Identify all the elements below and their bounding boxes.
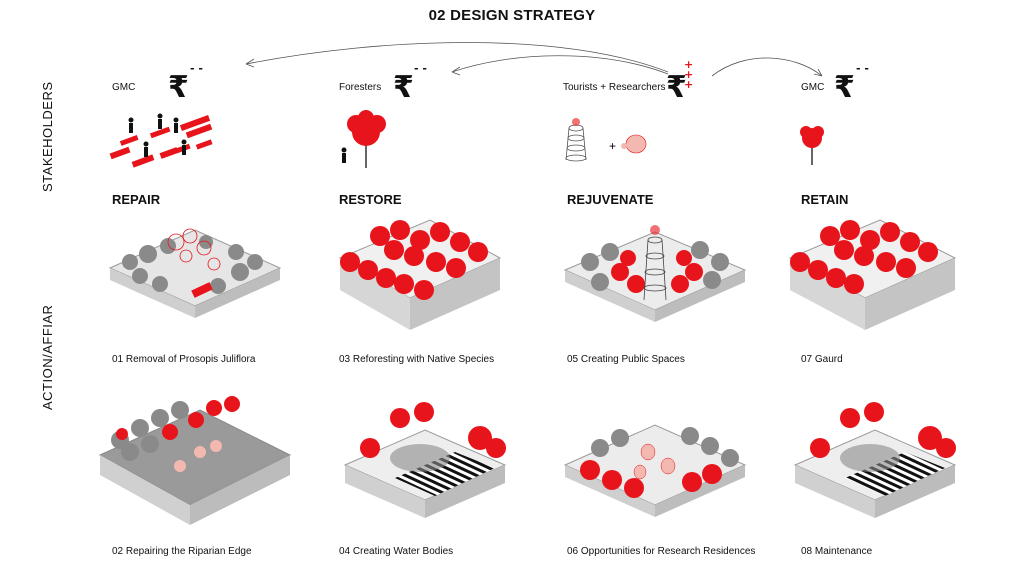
iso-maintenance bbox=[793, 402, 957, 518]
iso-removal-prosopis bbox=[108, 228, 282, 318]
sign-4: - - bbox=[856, 62, 869, 75]
caption-research: 06 Opportunities for Research Residences bbox=[567, 546, 756, 557]
caption-removal: 01 Removal of Prosopis Juliflora bbox=[112, 354, 256, 365]
stakeholder-name-2: Foresters bbox=[339, 82, 382, 93]
caption-maintenance: 08 Maintenance bbox=[801, 546, 873, 557]
research-hut-illustration bbox=[621, 134, 647, 154]
sign-3: + + + bbox=[684, 58, 694, 91]
iso-guard bbox=[788, 219, 957, 330]
sign-1: - - bbox=[190, 62, 203, 75]
rupee-icon-3: ₹ bbox=[666, 70, 687, 105]
stakeholder-name-1: GMC bbox=[112, 82, 136, 93]
iso-water-bodies bbox=[343, 402, 507, 518]
rupee-icon-4: ₹ bbox=[834, 70, 855, 105]
caption-riparian: 02 Repairing the Riparian Edge bbox=[112, 546, 252, 557]
stakeholder-name-4: GMC bbox=[801, 82, 825, 93]
strategy-heading-rejuvenate: REJUVENATE bbox=[567, 192, 654, 207]
strategy-heading-restore: RESTORE bbox=[339, 192, 402, 207]
workers-logs-illustration bbox=[109, 113, 213, 168]
stakeholder-name-3: Tourists + Researchers bbox=[563, 82, 666, 93]
rupee-icon-2: ₹ bbox=[393, 70, 414, 105]
iso-reforesting bbox=[338, 219, 502, 330]
page-title: 02 DESIGN STRATEGY bbox=[428, 7, 596, 24]
tower-illustration bbox=[565, 118, 587, 162]
rupee-icon-1: ₹ bbox=[168, 70, 189, 105]
plus-sign: + bbox=[609, 139, 616, 153]
strategy-heading-repair: REPAIR bbox=[112, 192, 161, 207]
iso-public-spaces bbox=[563, 225, 747, 322]
iso-research-residences bbox=[563, 424, 747, 517]
caption-reforesting: 03 Reforesting with Native Species bbox=[339, 354, 495, 365]
caption-water-bodies: 04 Creating Water Bodies bbox=[339, 546, 454, 557]
caption-public-spaces: 05 Creating Public Spaces bbox=[567, 354, 685, 365]
small-tree-illustration bbox=[800, 126, 824, 165]
strategy-heading-retain: RETAIN bbox=[801, 192, 849, 207]
forester-tree-illustration bbox=[341, 110, 386, 168]
caption-guard: 07 Gaurd bbox=[801, 354, 843, 365]
iso-riparian-edge bbox=[98, 396, 292, 525]
sign-2: - - bbox=[414, 62, 427, 75]
